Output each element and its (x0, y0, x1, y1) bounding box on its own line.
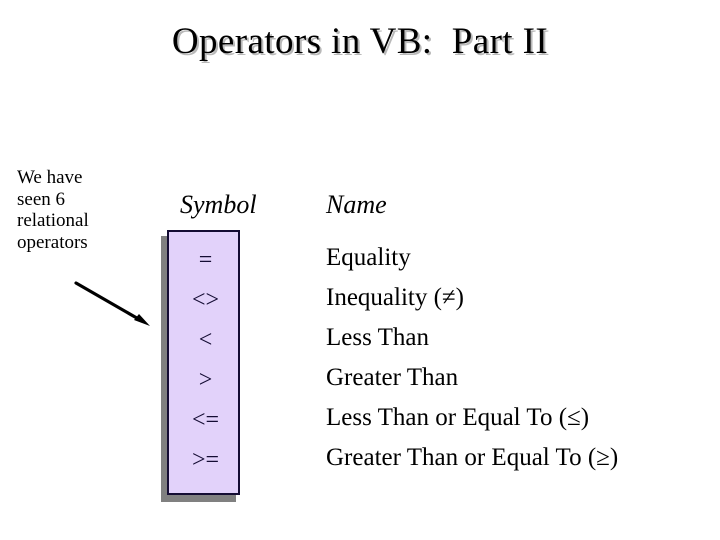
column-header-name: Name (326, 190, 387, 219)
symbol-cell-less-or-equal: <= (191, 407, 220, 433)
symbol-cell-greater-or-equal: >= (191, 447, 220, 473)
name-cell-less-than: Less Than (326, 324, 429, 351)
column-header-symbol: Symbol (180, 190, 257, 219)
caption-block: We have seen 6 relational operators (17, 167, 143, 253)
name-cell-equality: Equality (326, 244, 411, 271)
caption-line-1: We have (17, 167, 83, 188)
symbol-cell-less-than: < (198, 327, 213, 353)
symbol-column-box: = <> < > <= >= (167, 230, 240, 495)
symbol-cell-equality: = (198, 247, 213, 273)
caption-line-3: relational (17, 210, 89, 231)
name-cell-greater-than: Greater Than (326, 364, 459, 391)
caption-line-4: operators (17, 231, 88, 253)
name-cell-greater-or-equal: Greater Than or Equal To (≥) (326, 444, 619, 471)
name-cell-inequality: Inequality (≠) (326, 284, 464, 311)
symbol-cell-inequality: <> (191, 287, 220, 313)
caption-line-2: seen 6 (17, 188, 66, 210)
name-cell-less-or-equal: Less Than or Equal To (≤) (326, 404, 590, 431)
arrow-icon (74, 281, 150, 326)
symbol-cell-greater-than: > (198, 367, 213, 393)
page-title: Operators in VB: Part II (171, 21, 549, 62)
